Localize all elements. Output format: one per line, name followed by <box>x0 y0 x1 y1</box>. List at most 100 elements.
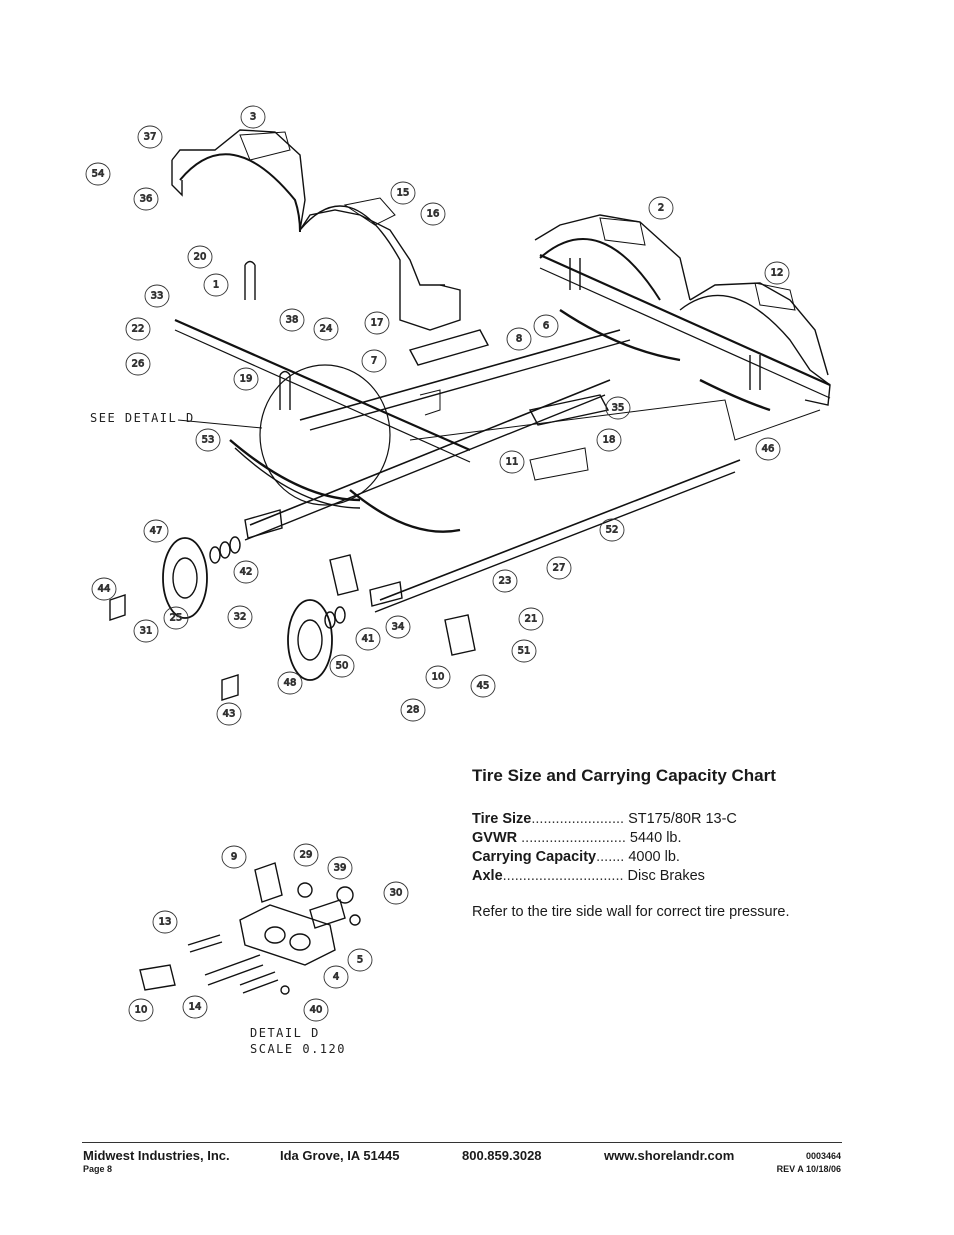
callout-label: 8 <box>516 334 522 345</box>
detail-title: DETAIL D <box>250 1026 320 1040</box>
spec-leader: .......................... <box>521 830 626 846</box>
callout-7: 7 <box>361 349 387 373</box>
callout-5: 5 <box>347 948 373 972</box>
footer-revision: REV A 10/18/06 <box>776 1164 841 1174</box>
footer-doc-number: 0003464 <box>805 1151 841 1161</box>
callout-23: 22 <box>125 317 151 341</box>
callout-36: 35 <box>605 396 631 420</box>
callout-4: 4 <box>323 965 349 989</box>
callout-label: 14 <box>189 1002 202 1013</box>
callout-label: 35 <box>612 403 625 414</box>
spec-value: 4000 lb. <box>628 849 680 865</box>
callout-2: 2 <box>648 196 674 220</box>
spec-row-gvwr: GVWR .......................... 5440 lb. <box>472 829 872 848</box>
callout-20: 19 <box>233 367 259 391</box>
tire-pressure-note: Refer to the tire side wall for correct … <box>472 904 790 920</box>
fender-right-front <box>534 214 691 301</box>
detail-d-plate <box>239 904 336 966</box>
callout-33: 32 <box>227 605 253 629</box>
callout-label: 24 <box>320 324 333 335</box>
callout-label: 54 <box>92 169 105 180</box>
hub-rotor-right <box>287 599 333 681</box>
spec-label: Tire Size <box>472 811 532 827</box>
see-detail-label: SEE DETAIL D <box>90 411 195 425</box>
callout-48: 47 <box>143 519 169 543</box>
callout-label: 20 <box>194 252 207 263</box>
footer-company: Midwest Industries, Inc. <box>83 1148 230 1163</box>
leaf-spring-right <box>559 309 681 362</box>
callout-29: 28 <box>400 698 426 722</box>
callout-label: 43 <box>223 709 236 720</box>
brake-caliper-left <box>329 554 359 596</box>
spec-label: Carrying Capacity <box>472 849 597 865</box>
callout-label: 41 <box>362 634 375 645</box>
callout-label: 48 <box>284 678 297 689</box>
callout-50: 50 <box>329 654 355 678</box>
callout-label: 53 <box>202 435 215 446</box>
callout-38: 37 <box>137 125 163 149</box>
fender-left-front <box>171 129 306 231</box>
callout-label: 9 <box>231 852 237 863</box>
footer-phone: 800.859.3028 <box>462 1148 542 1163</box>
brake-caliper-right <box>444 614 476 656</box>
callout-21: 20 <box>187 245 213 269</box>
footer-city: Ida Grove, IA 51445 <box>280 1148 400 1163</box>
frame-rail-left <box>174 318 471 452</box>
frame-rail-right <box>539 253 831 387</box>
detail-circle <box>259 364 391 506</box>
spec-value: 5440 lb. <box>629 830 682 846</box>
callout-41: 40 <box>303 998 329 1022</box>
callout-30: 29 <box>293 843 319 867</box>
callout-label: 37 <box>144 132 157 143</box>
callout-label: 11 <box>506 457 519 468</box>
callout-label: 2 <box>658 203 664 214</box>
callout-label: 15 <box>397 188 410 199</box>
spec-label: GVWR <box>472 830 518 846</box>
callout-label: 39 <box>334 863 347 874</box>
callout-18: 16 <box>420 202 446 226</box>
callout-label: 5 <box>357 955 363 966</box>
callout-label: 23 <box>499 576 512 587</box>
spec-label: Axle <box>472 868 503 884</box>
callout-53: 53 <box>195 428 221 452</box>
callout-9: 9 <box>221 845 247 869</box>
callout-label: 4 <box>333 972 339 983</box>
callout-24: 23 <box>492 569 518 593</box>
callout-label: 45 <box>477 681 490 692</box>
callout-8: 8 <box>506 327 532 351</box>
callout-12: 11 <box>499 450 525 474</box>
callout-3: 3 <box>240 105 266 129</box>
callout-17: 17 <box>364 311 390 335</box>
callout-52: 52 <box>599 518 625 542</box>
footer-divider <box>82 1142 842 1143</box>
callout-28: 27 <box>546 556 572 580</box>
callout-13: 12 <box>764 261 790 285</box>
spec-leader: .............................. <box>502 868 624 884</box>
callout-label: 31 <box>140 626 153 637</box>
callout-22: 21 <box>518 607 544 631</box>
callout-label: 3 <box>250 112 256 123</box>
leaf-spring-left <box>229 439 361 502</box>
callout-label: 6 <box>543 321 549 332</box>
callout-label: 22 <box>132 324 145 335</box>
callout-6: 6 <box>533 314 559 338</box>
footer-page-number: Page 8 <box>83 1164 113 1174</box>
spec-row-axle: Axle.............................. Disc … <box>472 867 872 886</box>
callout-label: 52 <box>606 525 619 536</box>
callout-label: 21 <box>525 614 538 625</box>
callout-bubbles: 3 37 54 36 15 16 2 12 20 1 33 38 24 17 2… <box>85 105 790 1022</box>
spec-value: ST175/80R 13-C <box>628 811 737 827</box>
callout-54: 54 <box>85 162 111 186</box>
callout-label: 38 <box>286 315 299 326</box>
callout-34: 33 <box>144 284 170 308</box>
callout-42: 41 <box>355 627 381 651</box>
callout-label: 28 <box>407 705 420 716</box>
callout-15: 13 <box>152 910 178 934</box>
callout-label: 46 <box>762 444 775 455</box>
callout-16: 14 <box>182 995 208 1019</box>
detail-scale: SCALE 0.120 <box>250 1042 346 1056</box>
footer-website[interactable]: www.shorelandr.com <box>604 1148 735 1163</box>
capacity-chart-title: Tire Size and Carrying Capacity Chart <box>472 766 776 785</box>
spec-row-tire-size: Tire Size....................... ST175/8… <box>472 810 872 829</box>
